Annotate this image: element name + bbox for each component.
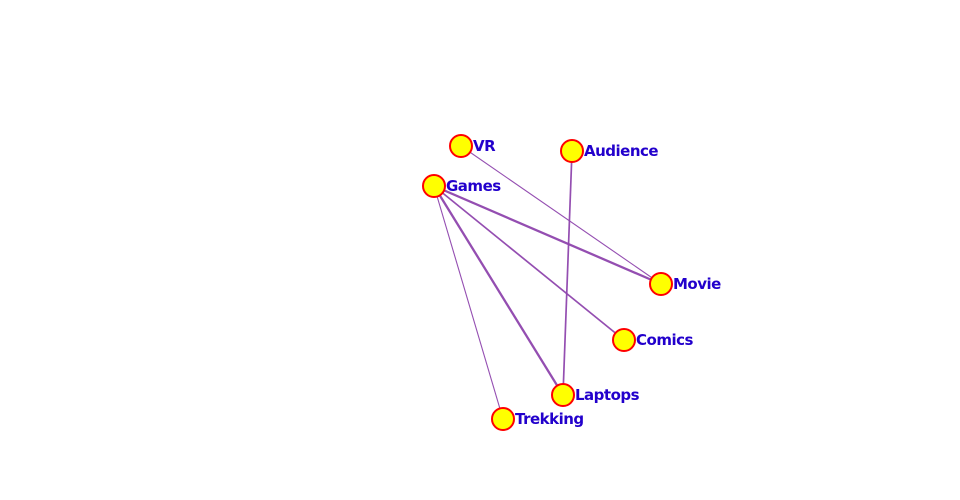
node-comics[interactable]: Comics: [612, 328, 694, 352]
node-circle-comics[interactable]: [612, 328, 636, 352]
node-label-comics: Comics: [636, 331, 693, 349]
node-vr[interactable]: VR: [449, 134, 497, 158]
node-circle-laptops[interactable]: [551, 383, 575, 407]
node-circle-trekking[interactable]: [491, 407, 515, 431]
node-audience[interactable]: Audience: [560, 139, 659, 163]
node-label-games: Games: [446, 177, 501, 195]
edge-games-comics: [433, 185, 625, 341]
edge-games-laptops: [433, 185, 564, 396]
node-laptops[interactable]: Laptops: [551, 383, 640, 407]
node-circle-audience[interactable]: [560, 139, 584, 163]
node-layer: VR AudienceGamesMovieComicsLaptopsTrekkin…: [422, 134, 722, 431]
node-label-movie: Movie: [673, 275, 721, 293]
edge-vr-movie: [460, 145, 662, 285]
node-circle-vr[interactable]: [449, 134, 473, 158]
node-circle-movie[interactable]: [649, 272, 673, 296]
edge-layer: [433, 145, 662, 420]
edge-audience-laptops: [562, 150, 573, 396]
edge-games-movie: [433, 184, 662, 286]
node-label-trekking: Trekking: [515, 410, 584, 428]
edge-games-trekking: [433, 185, 504, 420]
node-label-vr: VR: [473, 137, 496, 155]
node-movie[interactable]: Movie: [649, 272, 722, 296]
node-games[interactable]: Games: [422, 174, 502, 198]
node-circle-games[interactable]: [422, 174, 446, 198]
node-trekking[interactable]: Trekking: [491, 407, 584, 431]
node-label-laptops: Laptops: [575, 386, 640, 404]
node-label-audience: Audience: [584, 142, 658, 160]
